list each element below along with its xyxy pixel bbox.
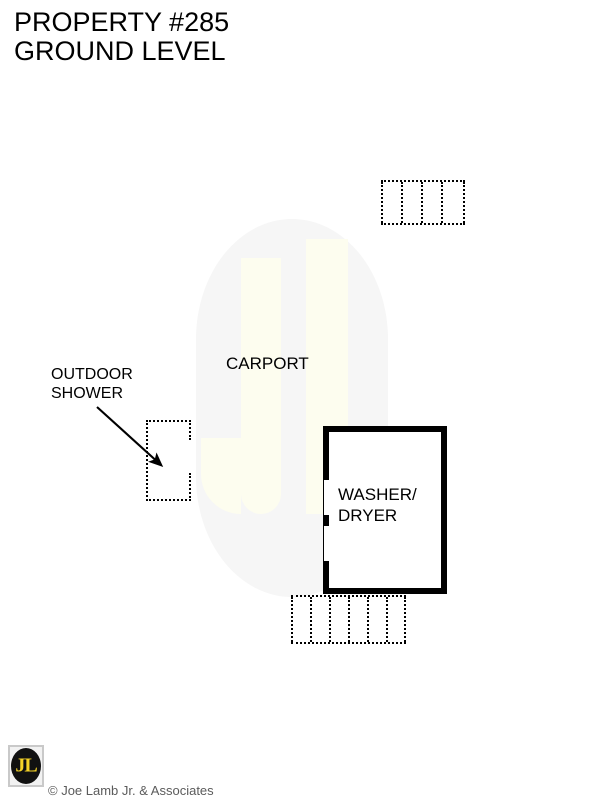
leader-arrow-icon — [96, 406, 164, 467]
stair-riser — [348, 597, 350, 642]
stair-riser — [421, 182, 423, 223]
stair-riser — [291, 597, 293, 642]
stairs-top — [381, 180, 465, 225]
room-outdoor-shower — [146, 420, 191, 501]
label-carport: CARPORT — [226, 354, 309, 373]
label-washer-dryer: WASHER/ DRYER — [338, 485, 417, 526]
shower-wall-right-lower — [189, 473, 191, 501]
stair-riser — [463, 182, 465, 223]
page-title: PROPERTY #285 GROUND LEVEL — [14, 8, 229, 65]
title-line-property: PROPERTY #285 — [14, 7, 230, 37]
door-opening-upper — [323, 479, 329, 516]
shower-wall-right-upper — [189, 420, 191, 440]
label-outdoor-shower-line1: OUTDOOR — [51, 366, 133, 383]
shower-wall-top — [146, 420, 191, 422]
stair-riser — [329, 597, 331, 642]
door-opening-lower — [323, 525, 329, 562]
stair-riser — [441, 182, 443, 223]
brand-logo: JL — [8, 745, 44, 787]
watermark-letter-j-stem — [241, 258, 281, 514]
stair-riser — [404, 597, 406, 642]
label-outdoor-shower-line2: SHOWER — [51, 384, 123, 402]
stair-riser — [310, 597, 312, 642]
logo-ellipse-icon: JL — [11, 748, 41, 784]
shower-wall-left — [146, 420, 148, 501]
label-washer-dryer-line2: DRYER — [338, 505, 398, 525]
stair-riser — [381, 182, 383, 223]
stair-riser — [367, 597, 369, 642]
stairs-bottom — [291, 595, 406, 644]
title-line-level: GROUND LEVEL — [14, 35, 226, 66]
stair-riser — [386, 597, 388, 642]
stair-riser — [401, 182, 403, 223]
label-outdoor-shower: OUTDOOR SHOWER — [51, 366, 133, 403]
copyright-notice: © Joe Lamb Jr. & Associates — [48, 783, 214, 798]
logo-monogram: JL — [15, 754, 37, 777]
shower-wall-bottom — [146, 499, 191, 501]
room-washer-dryer — [323, 426, 447, 594]
label-washer-dryer-line1: WASHER/ — [338, 485, 417, 504]
